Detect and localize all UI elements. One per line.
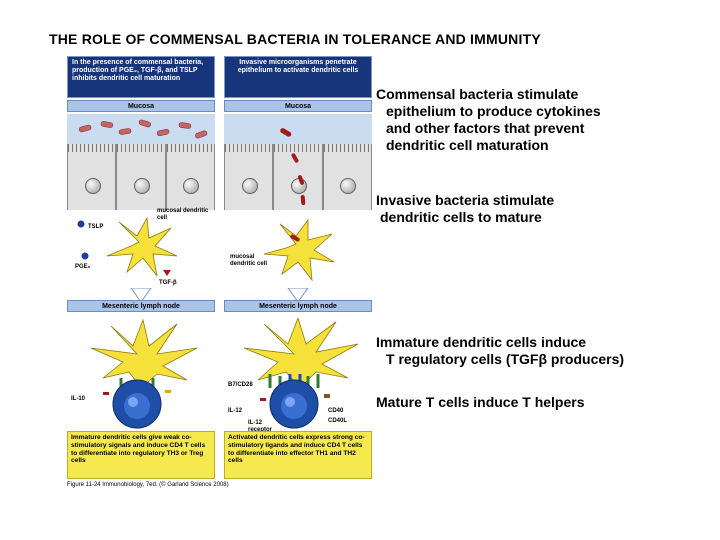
left-panel-header: In the presence of commensal bacteria, p… xyxy=(67,56,215,98)
figure: In the presence of commensal bacteria, p… xyxy=(60,56,371,492)
right-lumen xyxy=(224,114,372,144)
left-footer: Immature dendritic cells give weak co-st… xyxy=(67,431,215,479)
il10-label: IL-10 xyxy=(71,396,85,403)
right-dc-label: mucosal dendritic cell xyxy=(230,254,270,268)
il12-label: IL-12 xyxy=(228,408,242,415)
tslp-label: TSLP xyxy=(88,224,103,231)
nucleus xyxy=(340,178,356,194)
left-dc-label: mucosal dendritic cell xyxy=(157,208,209,222)
right-footer: Activated dendritic cells express strong… xyxy=(224,431,372,479)
note-mature: Mature T cells induce T helpers xyxy=(376,394,585,411)
left-node-band: Mesenteric lymph node xyxy=(67,300,215,312)
pge2-label: PGE₂ xyxy=(75,264,90,271)
epithelial-cell xyxy=(224,144,273,210)
epithelial-cell xyxy=(67,144,116,210)
note-line: dendritic cell maturation xyxy=(376,137,601,154)
note-commensal: Commensal bacteria stimulate epithelium … xyxy=(376,86,601,154)
left-mucosa-band: Mucosa xyxy=(67,100,215,112)
figure-caption: Figure 11-24 Immunobiology, 7ed. (© Garl… xyxy=(67,482,229,488)
note-line: Invasive bacteria stimulate xyxy=(376,192,554,209)
left-epithelium xyxy=(67,144,215,210)
epithelial-cell xyxy=(116,144,165,210)
right-panel-header: Invasive microorganisms penetrate epithe… xyxy=(224,56,372,98)
commensal-bacteria xyxy=(67,114,215,144)
note-line: Commensal bacteria stimulate xyxy=(376,86,601,103)
tgfb-label: TGF-β xyxy=(159,280,177,287)
nucleus xyxy=(85,178,101,194)
immature-dendritic-cell-icon xyxy=(67,210,215,296)
nucleus xyxy=(183,178,199,194)
page-title: THE ROLE OF COMMENSAL BACTERIA IN TOLERA… xyxy=(49,31,541,47)
cd40l-label: CD40L xyxy=(328,418,347,425)
note-line: and other factors that prevent xyxy=(376,120,601,137)
note-line: dendritic cells to mature xyxy=(376,209,554,226)
epithelial-cell xyxy=(323,144,372,210)
cd40-label: CD40 xyxy=(328,408,343,415)
note-line: Immature dendritic cells induce xyxy=(376,334,624,351)
note-line: T regulatory cells (TGFβ producers) xyxy=(376,351,624,368)
maturing-dendritic-cell-icon xyxy=(224,210,372,296)
right-node-scene: B7/CD28 IL-12 IL-12 receptor CD40 CD40L xyxy=(224,318,372,438)
right-mucosa-band: Mucosa xyxy=(224,100,372,112)
epithelial-cell xyxy=(166,144,215,210)
note-line: Mature T cells induce T helpers xyxy=(376,394,585,411)
immature-dc-tcell-icon xyxy=(67,318,215,430)
right-lamina-propria: mucosal dendritic cell xyxy=(224,210,372,296)
left-lumen xyxy=(67,114,215,144)
note-invasive: Invasive bacteria stimulate dendritic ce… xyxy=(376,192,554,226)
nucleus xyxy=(134,178,150,194)
b7-cd28-label: B7/CD28 xyxy=(228,382,253,389)
nucleus xyxy=(242,178,258,194)
note-immature: Immature dendritic cells induce T regula… xyxy=(376,334,624,368)
left-lamina-propria: TSLP PGE₂ TGF-β mucosal dendritic cell xyxy=(67,210,215,296)
right-node-band: Mesenteric lymph node xyxy=(224,300,372,312)
left-node-scene: IL-10 xyxy=(67,318,215,438)
note-line: epithelium to produce cytokines xyxy=(376,103,601,120)
mature-dc-tcell-icon xyxy=(224,318,372,430)
invasive-bacteria xyxy=(224,114,372,144)
